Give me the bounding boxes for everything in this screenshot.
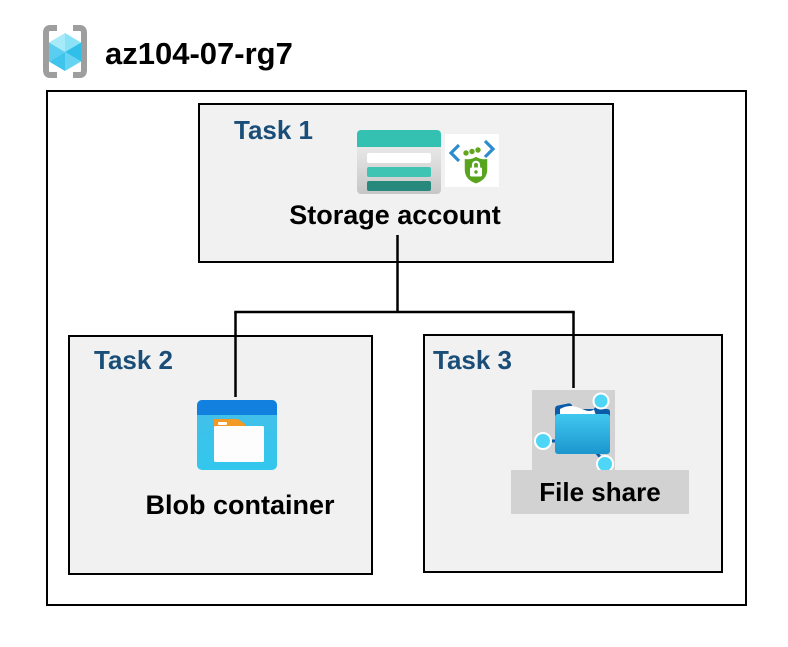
- task2-label: Task 2: [94, 345, 174, 375]
- task1-label: Task 1: [234, 115, 314, 145]
- task1-box: Task 1 Storage a: [198, 103, 614, 263]
- file-share-icon-plate: [532, 390, 615, 473]
- task2-box: Task 2 Blob container: [68, 335, 373, 575]
- task2-resource-label: Blob container: [145, 490, 335, 520]
- blob-container-icon: [197, 400, 277, 470]
- task1-resource-label: Storage account: [289, 200, 501, 230]
- task3-label: Task 3: [433, 345, 513, 375]
- secure-access-icon: [445, 134, 499, 187]
- resource-group-icon: [38, 23, 92, 80]
- file-share-icon: [534, 392, 614, 473]
- task3-resource-label: File share: [511, 470, 689, 514]
- storage-account-icon: [357, 130, 441, 194]
- resource-group-name: az104-07-rg7: [105, 36, 293, 71]
- task3-box: Task 3 File share: [423, 334, 723, 573]
